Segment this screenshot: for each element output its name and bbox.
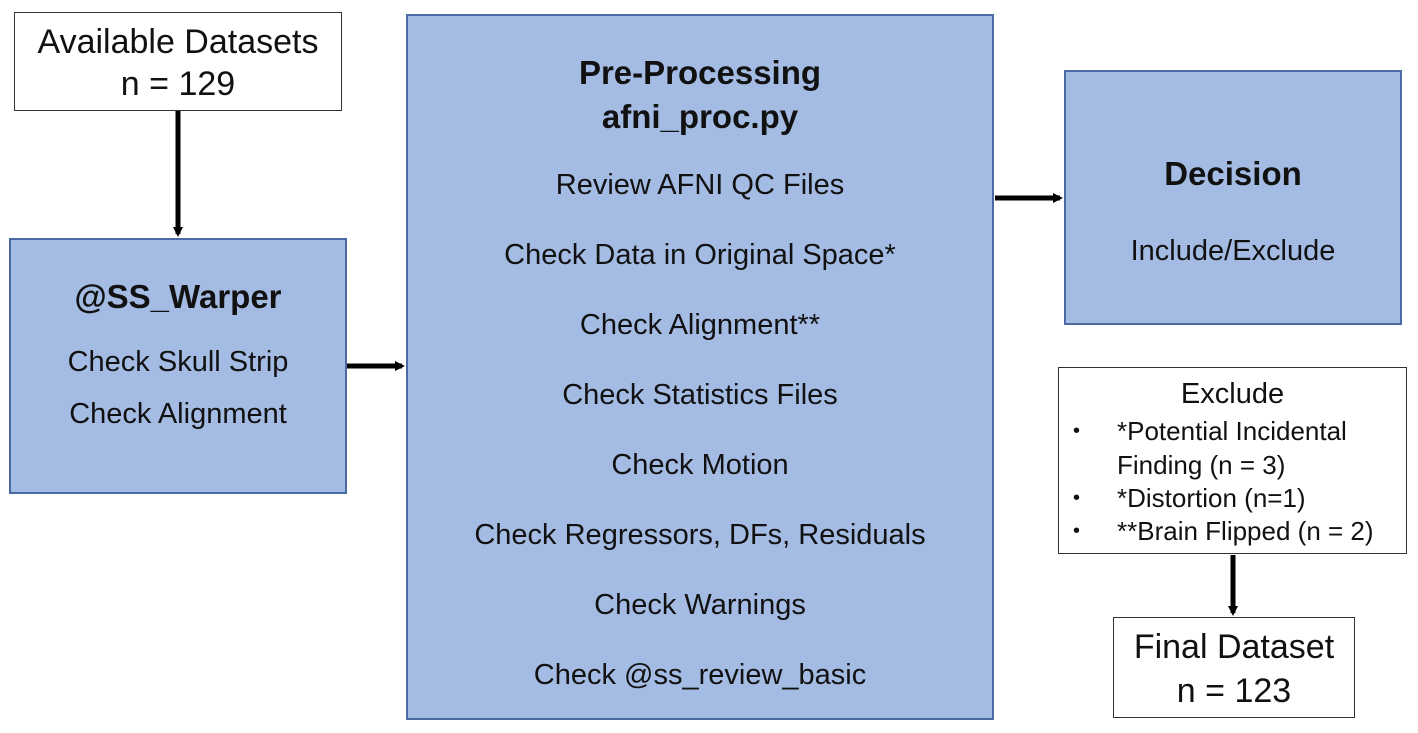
ss-warper-title: @SS_Warper xyxy=(74,278,282,315)
preprocessing-subtitle: afni_proc.py xyxy=(601,98,799,135)
ss-warper-box: @SS_Warper Check Skull Strip Check Align… xyxy=(9,238,347,494)
preprocessing-step: Check Regressors, DFs, Residuals xyxy=(474,519,926,551)
preprocessing-step: Check @ss_review_basic xyxy=(533,659,867,691)
preprocessing-step: Check Motion xyxy=(611,449,789,481)
preprocessing-step: Check Data in Original Space* xyxy=(504,239,896,271)
final-dataset-box: Final Dataset n = 123 xyxy=(1113,617,1355,718)
ss-warper-step: Check Skull Strip xyxy=(67,346,289,378)
decision-title: Decision xyxy=(1164,155,1302,192)
ss-warper-step: Check Alignment xyxy=(69,398,287,430)
exclude-bullet: • xyxy=(1073,487,1081,509)
preprocessing-step: Check Warnings xyxy=(594,589,806,621)
exclude-bullet: • xyxy=(1073,520,1081,542)
exclude-title: Exclude xyxy=(1180,378,1285,410)
decision-label: Include/Exclude xyxy=(1130,235,1336,267)
preprocessing-step: Check Alignment** xyxy=(579,309,821,341)
exclude-box: Exclude • *Potential Incidental Finding … xyxy=(1058,367,1407,554)
exclude-bullet: • xyxy=(1073,420,1081,442)
exclude-item: *Distortion (n=1) xyxy=(1117,483,1306,513)
exclude-item: *Potential Incidental xyxy=(1117,416,1347,446)
preprocessing-step: Check Statistics Files xyxy=(562,379,838,411)
preprocessing-box: Pre-Processing afni_proc.py Review AFNI … xyxy=(406,14,994,720)
final-dataset-count: n = 123 xyxy=(1176,672,1292,710)
preprocessing-title: Pre-Processing xyxy=(578,54,822,91)
available-datasets-box: Available Datasets n = 129 xyxy=(14,12,342,111)
exclude-item: **Brain Flipped (n = 2) xyxy=(1117,516,1374,546)
available-datasets-title: Available Datasets xyxy=(37,23,319,61)
decision-box: Decision Include/Exclude xyxy=(1064,70,1402,325)
final-dataset-title: Final Dataset xyxy=(1133,628,1335,666)
exclude-item-continued: Finding (n = 3) xyxy=(1117,450,1286,480)
available-datasets-count: n = 129 xyxy=(120,65,236,103)
preprocessing-step: Review AFNI QC Files xyxy=(555,169,845,201)
